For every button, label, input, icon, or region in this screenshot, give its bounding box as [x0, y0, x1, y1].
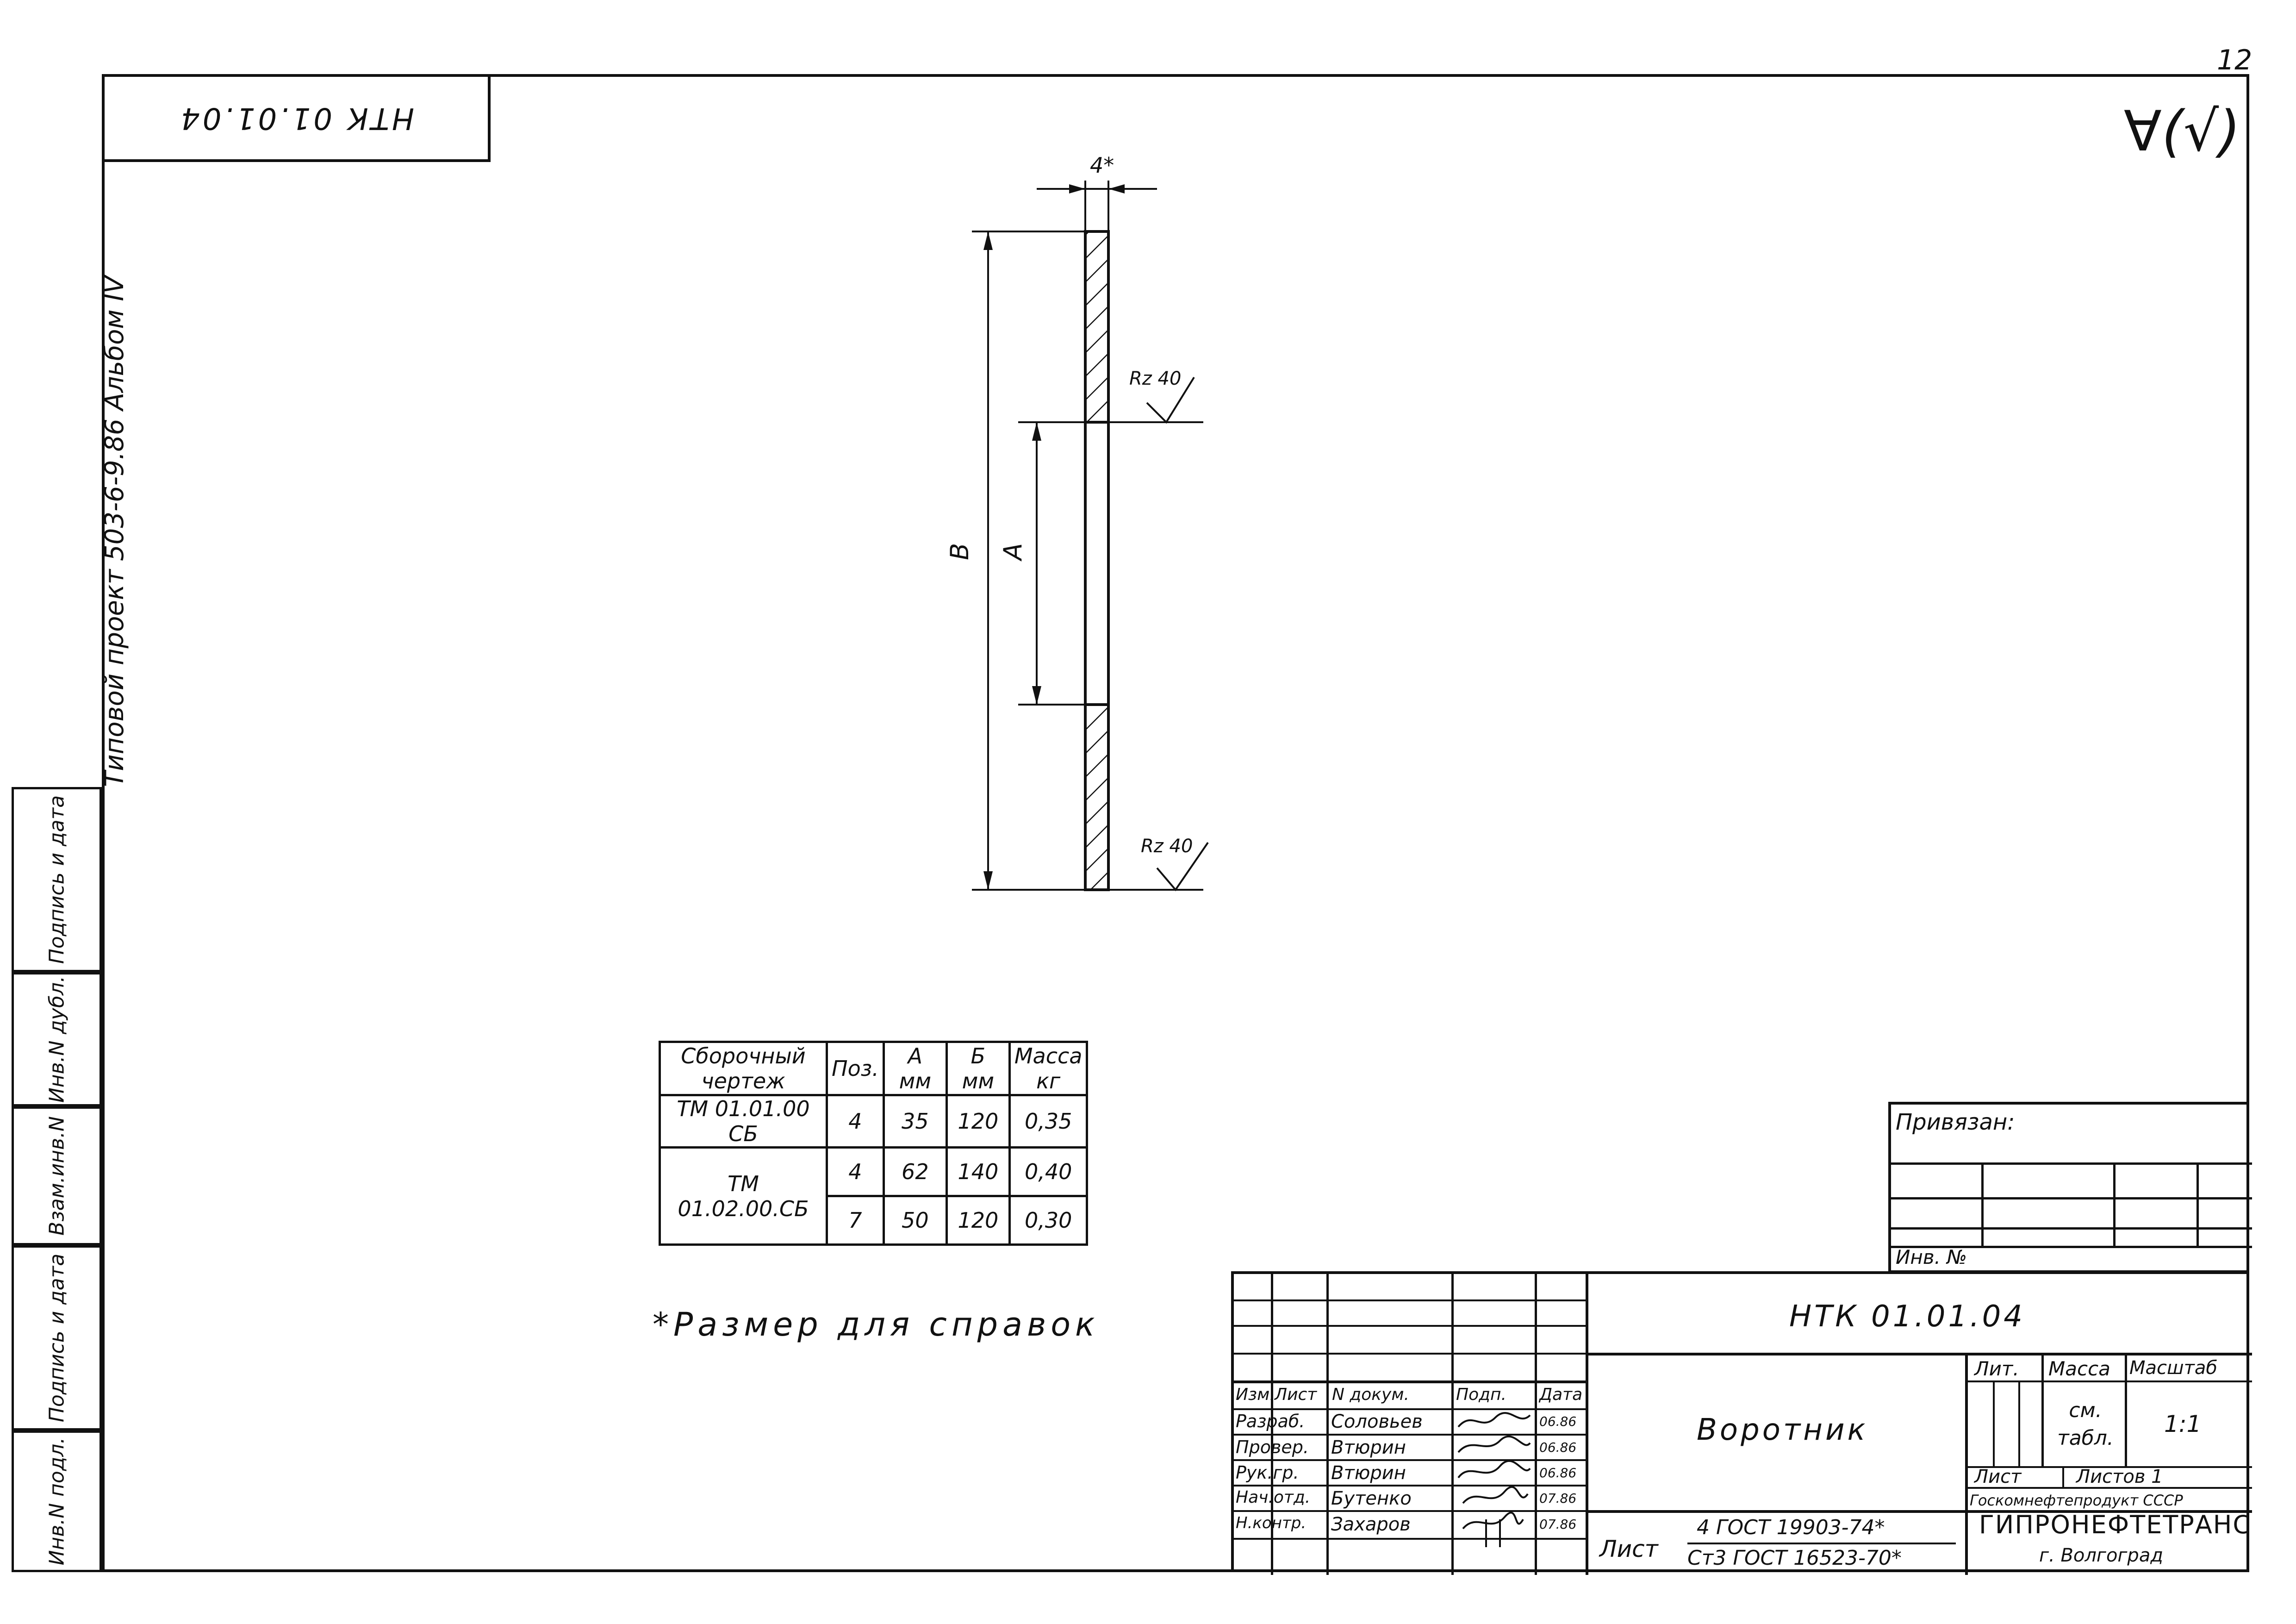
person-role: Разраб. — [1236, 1411, 1305, 1431]
person-role: Рук.гр. — [1236, 1462, 1299, 1483]
material-prefix: Лист — [1599, 1536, 1658, 1562]
scale-label: Масштаб — [2129, 1357, 2218, 1379]
dim-inner-label: А — [998, 543, 1027, 560]
binding-title: Привязан: — [1896, 1109, 2015, 1135]
side-cell-sign-date-2: Подпись и дата — [12, 787, 102, 972]
org-line1: Госкомнефтепродукт СССР — [1970, 1492, 2183, 1509]
title-block-code: НТК 01.01.04 — [1789, 1299, 2025, 1334]
general-roughness-symbol: ∀(√) — [2123, 100, 2240, 164]
title-block: Изм. Лист N докум. Подп. Дата Разраб. Со… — [1231, 1271, 2252, 1575]
person-date: 06.86 — [1539, 1414, 1577, 1429]
lit-label: Лит. — [1974, 1357, 2019, 1380]
bore — [1084, 421, 1110, 706]
side-cell-sign-date-1: Подпись и дата — [12, 1245, 102, 1430]
spec-table: Сборочный чертеж Поз. А мм Б мм Масса кг… — [659, 1041, 1089, 1246]
sheet-label: Лист — [1974, 1466, 2022, 1487]
side-cell-inv-dubl: Инв.N дубл. — [12, 972, 102, 1106]
mass-value: см. табл. — [2057, 1399, 2114, 1450]
side-stamp: Инв.N подл. Подпись и дата Взам.инв.N Ин… — [12, 787, 102, 1572]
side-cell-inv-podl: Инв.N подл. — [12, 1430, 102, 1572]
sheet-number: 12 — [2217, 44, 2252, 76]
org-line3: г. Волгоград — [2039, 1545, 2163, 1566]
part-name: Воротник — [1697, 1413, 1868, 1447]
spec-header-b: Б мм — [945, 1041, 1011, 1096]
binding-block: Привязан: Инв. № — [1888, 1102, 2252, 1273]
person-name: Втюрин — [1331, 1462, 1406, 1484]
table-row: ТМ 01.01.00 СБ 4 35 120 0,35 — [659, 1094, 1089, 1149]
person-name: Втюрин — [1331, 1437, 1406, 1458]
section-lower — [1084, 703, 1110, 891]
roughness-top-label: Rz 40 — [1129, 368, 1182, 389]
table-row: 7 50 120 0,30 — [660, 1195, 1089, 1246]
person-date: 06.86 — [1539, 1440, 1577, 1455]
person-date: 07.86 — [1539, 1491, 1577, 1506]
person-role: Н.контр. — [1236, 1514, 1307, 1532]
binding-inv: Инв. № — [1896, 1246, 1967, 1268]
tb-header-sign: Подп. — [1456, 1385, 1506, 1404]
spec-header-mass: Масса кг — [1008, 1041, 1089, 1096]
reference-note: *Размер для справок — [653, 1305, 1100, 1343]
material-bottom: Ст3 ГОСТ 16523-70* — [1687, 1546, 1902, 1570]
tb-header-izm: Изм. — [1236, 1385, 1275, 1404]
tb-header-doc: N докум. — [1332, 1385, 1409, 1404]
scale-value: 1:1 — [2164, 1411, 2202, 1437]
roughness-bottom-label: Rz 40 — [1141, 836, 1193, 857]
spec-header-pos: Поз. — [826, 1041, 885, 1096]
person-name: Захаров — [1331, 1514, 1411, 1535]
mass-label: Масса — [2048, 1357, 2110, 1380]
signatures — [1457, 1412, 1531, 1547]
sheets-label: Листов 1 — [2076, 1466, 2163, 1487]
section-upper — [1084, 230, 1110, 424]
person-name: Бутенко — [1331, 1488, 1412, 1509]
person-name: Соловьев — [1331, 1411, 1423, 1432]
spec-header-row: Сборочный чертеж Поз. А мм Б мм Масса кг — [659, 1041, 1089, 1096]
material-top: 4 ГОСТ 19903-74* — [1697, 1516, 1885, 1539]
side-cell-vzam-inv: Взам.инв.N — [12, 1106, 102, 1245]
drawing-frame — [102, 74, 2249, 1572]
person-date: 07.86 — [1539, 1517, 1577, 1532]
person-role: Нач.отд. — [1236, 1488, 1311, 1507]
tb-header-list: Лист — [1275, 1385, 1317, 1404]
person-role: Провер. — [1236, 1437, 1309, 1457]
top-left-stamp: НТК 01.01.04 — [102, 74, 491, 162]
person-date: 06.86 — [1539, 1465, 1577, 1480]
dim-outer-label: В — [945, 543, 975, 561]
tb-header-date: Дата — [1539, 1385, 1583, 1404]
dim-thickness-label: 4* — [1090, 153, 1114, 178]
spec-header-a: А мм — [882, 1041, 948, 1096]
table-row: ТМ 01.02.00.СБ 4 62 140 0,40 — [659, 1146, 1089, 1246]
org-line2: ГИПРОНЕФТЕТРАНС — [1979, 1510, 2252, 1539]
spec-header-drawing: Сборочный чертеж — [659, 1041, 828, 1096]
